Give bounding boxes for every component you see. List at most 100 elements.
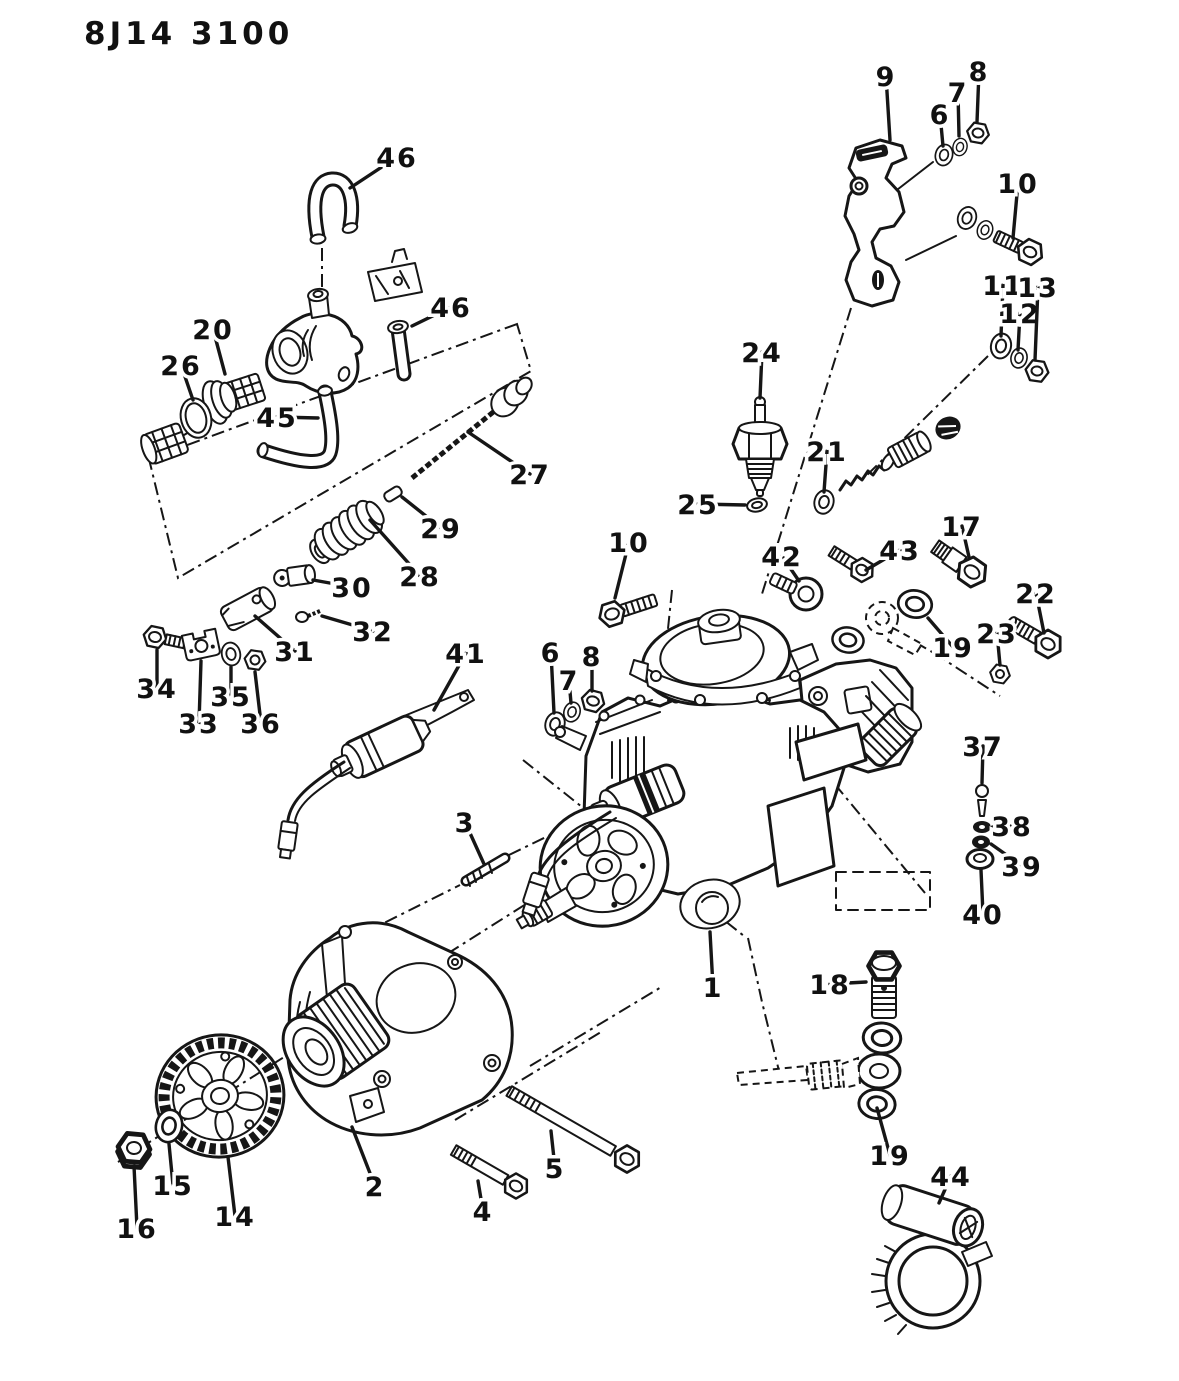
part-5-bolt: [505, 1085, 646, 1178]
callout-6-34: 6: [541, 638, 562, 669]
part-18-banjo-bolt: [869, 953, 900, 1019]
callout-leader-7-35: [567, 678, 573, 705]
part-1-injection-pump: [515, 608, 923, 930]
callout-30-16: 30: [331, 573, 373, 604]
callout-4-45: 4: [473, 1197, 494, 1228]
callout-10-27: 10: [608, 528, 650, 559]
part-8-nut-center: [578, 687, 608, 715]
callout-leader-4-45: [476, 1179, 485, 1213]
callout-leader-16-49: [132, 1164, 139, 1230]
part-16-nut: [116, 1133, 151, 1169]
part-23-nut: [987, 662, 1013, 686]
callout-leader-2-44: [350, 1125, 377, 1188]
callout-leader-18-43: [828, 980, 868, 986]
callout-39-40: 39: [1001, 852, 1043, 883]
callout-leader-37-38: [980, 744, 985, 785]
callout-35-21: 35: [210, 682, 252, 713]
callout-leader-43-29: [864, 548, 902, 572]
pump-side-washer: [829, 623, 867, 657]
callout-12-7: 12: [999, 299, 1041, 330]
callout-leader-30-16: [311, 578, 354, 589]
part-46-tube: [387, 319, 412, 382]
top-right-fasteners: [932, 120, 1051, 384]
callout-15-48: 15: [152, 1171, 194, 1202]
part-26-o-ring: [179, 397, 213, 439]
callout-23-32: 23: [976, 619, 1018, 650]
part-27-rod: [410, 376, 533, 480]
part-14-gear: [154, 1033, 286, 1159]
callout-leader-22-33: [1034, 591, 1046, 635]
callout-leader-45-12: [275, 415, 320, 420]
part-41-solenoid: [277, 689, 475, 860]
part-42-banjo: [769, 572, 824, 612]
callout-19-50: 19: [869, 1141, 911, 1172]
part-22-bolt: [1006, 616, 1068, 663]
callout-leader-29-14: [400, 495, 443, 530]
callout-45-12: 45: [256, 403, 298, 434]
part-28-boot: [309, 499, 385, 565]
callout-leader-10-5: [1011, 181, 1020, 240]
callout-leader-20-9: [211, 327, 227, 376]
callout-leader-40-41: [979, 868, 985, 916]
callout-leader-14-47: [226, 1155, 237, 1218]
part-21-valve: [810, 416, 961, 517]
fuel-return-line: [735, 1056, 862, 1091]
part-33-clamp: [180, 627, 221, 662]
callout-leader-41-23: [432, 651, 468, 712]
callout-leader-13-8: [1033, 285, 1040, 362]
callout-33-20: 33: [178, 709, 220, 740]
callout-43-29: 43: [879, 536, 921, 567]
callout-32-17: 32: [352, 617, 394, 648]
callout-24-24: 24: [741, 338, 783, 369]
callout-leader-31-18: [253, 614, 297, 653]
part-3-stud: [460, 852, 511, 887]
callout-leader-27-13: [466, 430, 532, 476]
part-43-bolt: [827, 545, 879, 587]
part-2-mounting-plate: [281, 921, 514, 1137]
callout-11-6: 11: [982, 271, 1024, 302]
part-10-bolt-center: [594, 593, 659, 631]
callout-leader-32-17: [320, 614, 375, 633]
splined-coupler: [140, 422, 189, 465]
part-9-bracket: [843, 138, 908, 308]
callout-leader-7-3: [956, 90, 961, 138]
callout-41-23: 41: [445, 639, 487, 670]
callout-13-8: 13: [1017, 273, 1059, 304]
callout-26-10: 26: [160, 351, 202, 382]
callout-22-33: 22: [1015, 579, 1057, 610]
part-19-washers-bottom: [856, 1019, 904, 1122]
figure-code: 8J14 3100: [84, 16, 293, 52]
callout-leader-36-22: [253, 670, 263, 725]
callout-38-39: 38: [991, 812, 1033, 843]
callout-14-47: 14: [214, 1202, 256, 1233]
callout-leader-8-2: [975, 69, 981, 124]
callout-18-43: 18: [809, 970, 851, 1001]
part-4-bolt: [449, 1144, 534, 1203]
callout-6-4: 6: [930, 100, 951, 131]
callout-8-2: 8: [969, 57, 990, 88]
callout-leader-46-11: [410, 305, 453, 328]
callout-19-31: 19: [932, 633, 974, 664]
part-24-sensor: [731, 396, 789, 497]
callout-leader-6-4: [938, 112, 945, 148]
callout-42-28: 42: [761, 542, 803, 573]
callout-20-9: 20: [192, 315, 234, 346]
overflow-fitting: [367, 248, 423, 302]
callout-leader-33-20: [197, 659, 203, 725]
callout-37-38: 37: [962, 732, 1004, 763]
part-29-pin: [383, 485, 403, 503]
callout-leader-12-7: [1016, 311, 1022, 352]
callout-leader-10-27: [613, 540, 631, 600]
callout-leader-11-6: [999, 283, 1005, 338]
callout-leader-21-26: [822, 449, 829, 494]
part-32-screw: [295, 609, 321, 623]
callout-34-19: 34: [136, 674, 178, 705]
reference-box: [835, 871, 931, 911]
part-46-u-hose: [307, 171, 360, 245]
callout-leader-9-1: [884, 74, 892, 142]
callout-10-5: 10: [997, 169, 1039, 200]
callout-5-46: 5: [545, 1154, 566, 1185]
callout-25-25: 25: [677, 490, 719, 521]
